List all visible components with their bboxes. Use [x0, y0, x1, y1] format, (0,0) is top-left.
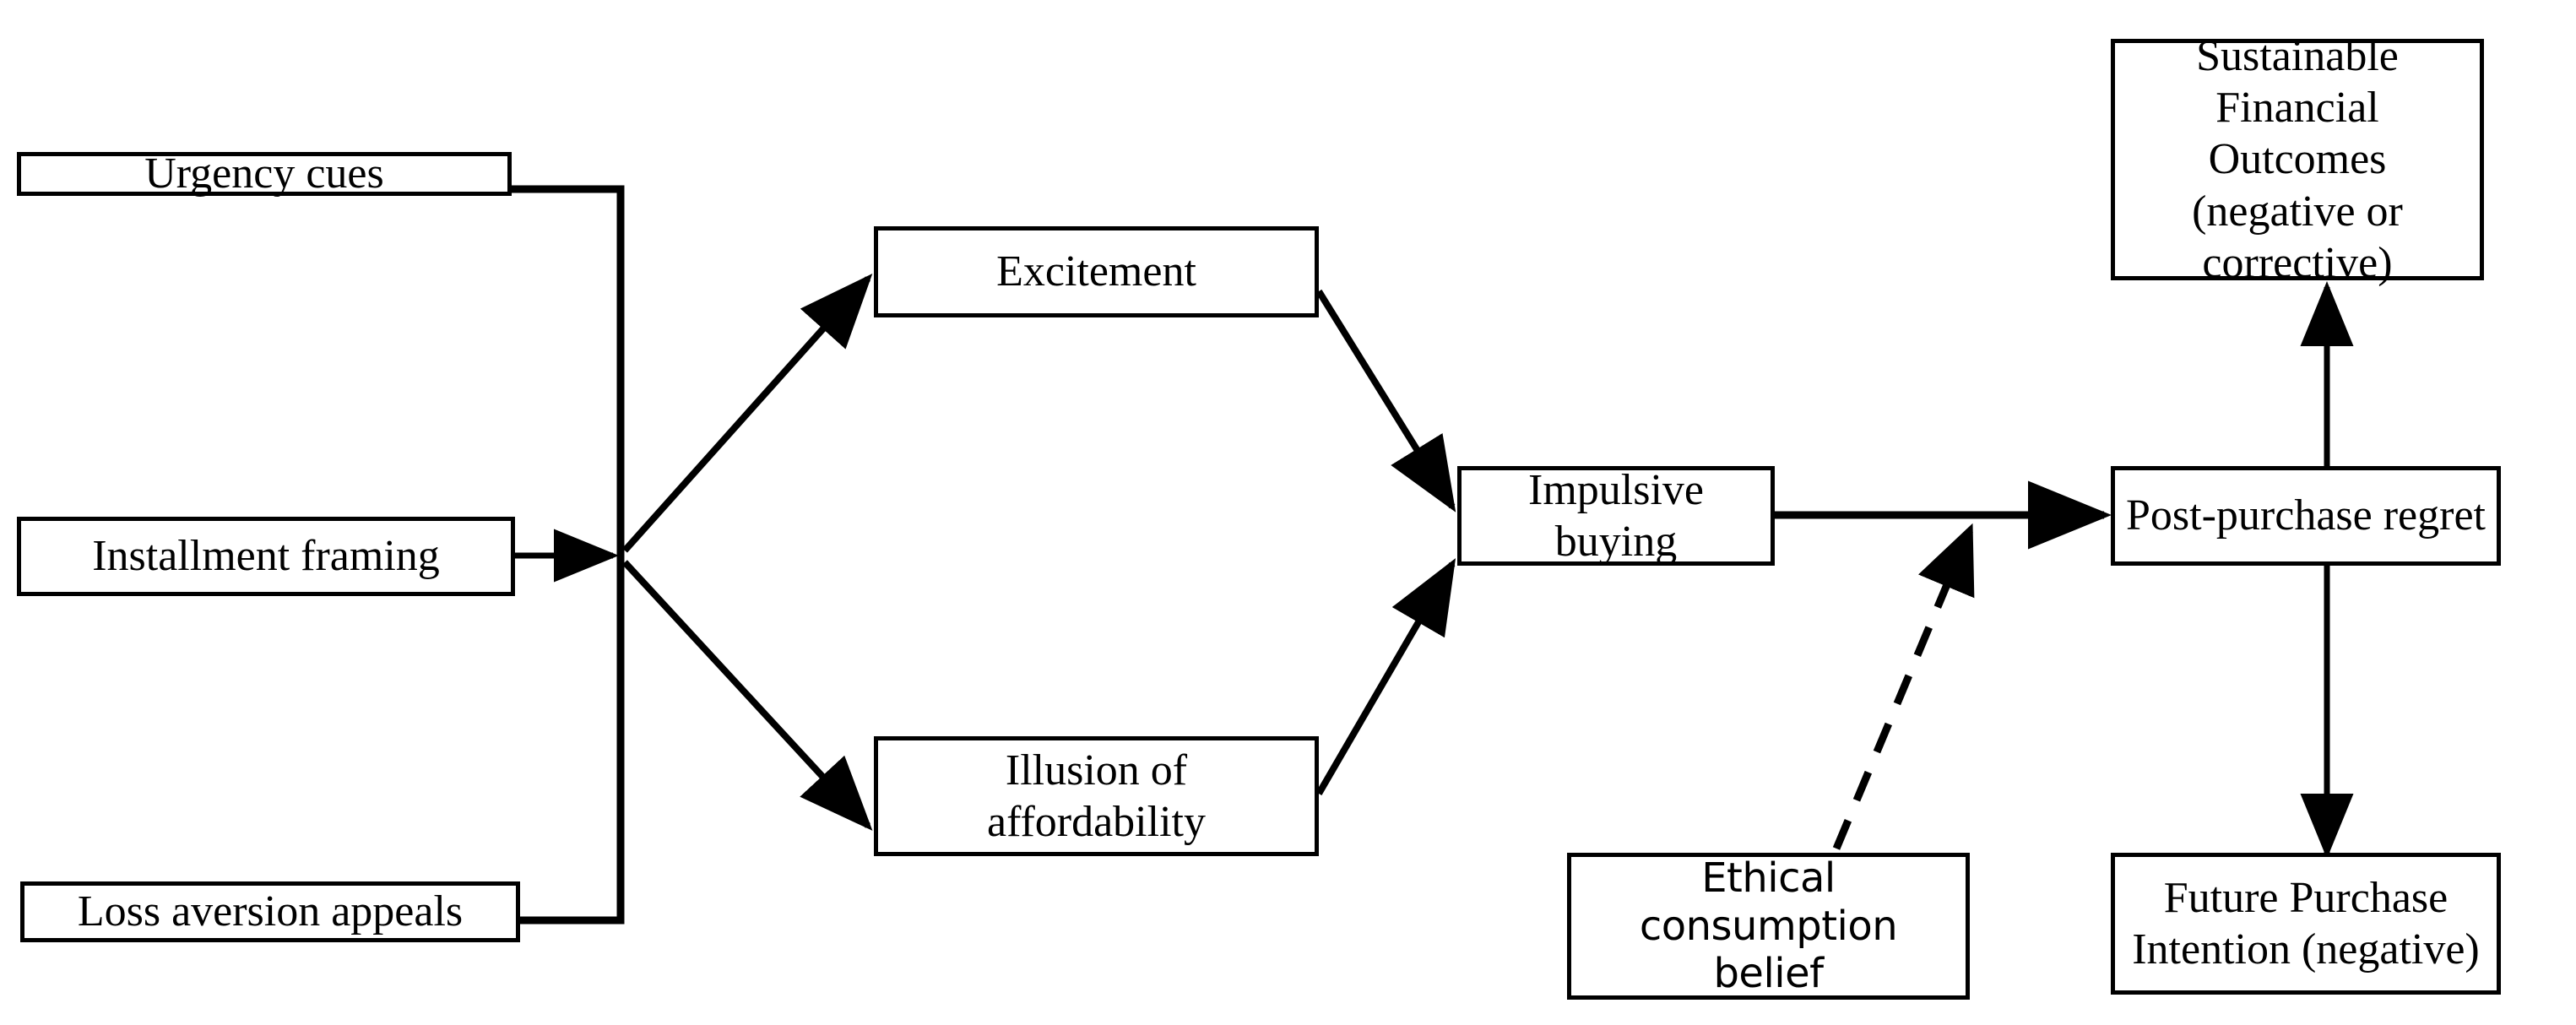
node-impulsive-buying-label: Impulsive buying — [1528, 465, 1704, 566]
node-excitement[interactable]: Excitement — [874, 226, 1319, 317]
node-sustainable-financial-outcomes-label: Sustainable Financial Outcomes (negative… — [2192, 31, 2403, 288]
node-installment-framing-label: Installment framing — [92, 532, 440, 581]
edge-excitement-to-impulsive-buying — [1315, 289, 1456, 512]
edge-ethical-belief-moderation — [1832, 523, 1975, 850]
node-illusion-of-affordability-label: Illusion of affordability — [987, 746, 1206, 846]
edge-junction-to-excitement — [622, 274, 873, 553]
node-future-purchase-intention-label: Future Purchase Intention (negative) — [2132, 873, 2480, 973]
node-loss-aversion-appeals-label: Loss aversion appeals — [77, 887, 464, 936]
node-ethical-consumption-belief-label: Ethical consumption belief — [1639, 854, 1898, 998]
edge-illusion-to-impulsive-buying — [1315, 558, 1456, 796]
node-urgency-cues-label: Urgency cues — [144, 149, 384, 198]
node-installment-framing[interactable]: Installment framing — [17, 517, 515, 596]
edge-antecedent-bus — [512, 185, 625, 925]
node-excitement-label: Excitement — [996, 247, 1196, 296]
node-post-purchase-regret-label: Post-purchase regret — [2126, 491, 2486, 540]
node-illusion-of-affordability[interactable]: Illusion of affordability — [874, 736, 1319, 856]
node-loss-aversion-appeals[interactable]: Loss aversion appeals — [20, 881, 520, 942]
node-urgency-cues[interactable]: Urgency cues — [17, 149, 512, 198]
edge-junction-to-illusion — [622, 560, 873, 831]
node-future-purchase-intention[interactable]: Future Purchase Intention (negative) — [2111, 853, 2501, 995]
node-impulsive-buying[interactable]: Impulsive buying — [1457, 466, 1775, 566]
node-sustainable-financial-outcomes[interactable]: Sustainable Financial Outcomes (negative… — [2111, 32, 2484, 287]
node-post-purchase-regret[interactable]: Post-purchase regret — [2111, 466, 2501, 566]
node-ethical-consumption-belief[interactable]: Ethical consumption belief — [1567, 853, 1970, 1000]
